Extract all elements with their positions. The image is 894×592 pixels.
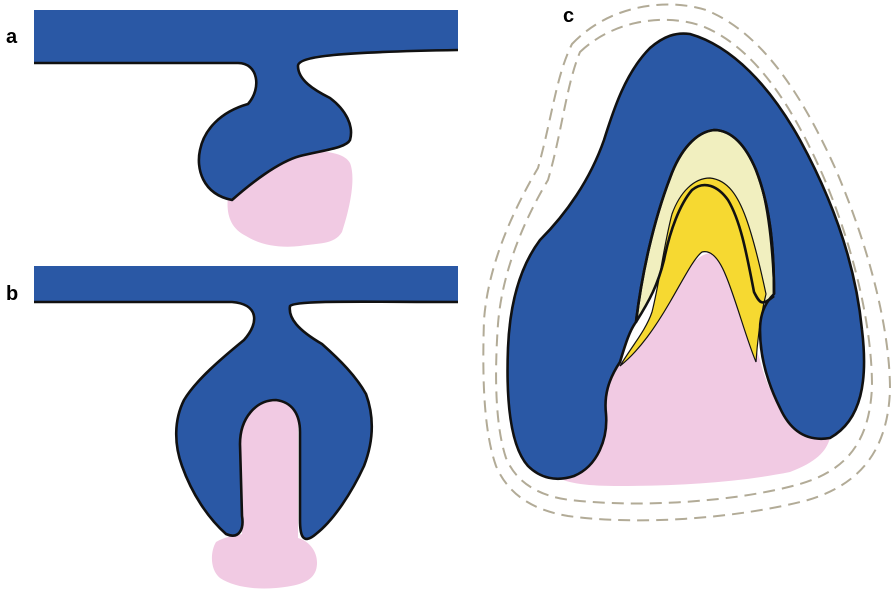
- panel-b-cap-stage: [34, 266, 458, 589]
- panel-c-bell-stage: [483, 4, 890, 520]
- panel-a-bud-stage: [34, 10, 458, 247]
